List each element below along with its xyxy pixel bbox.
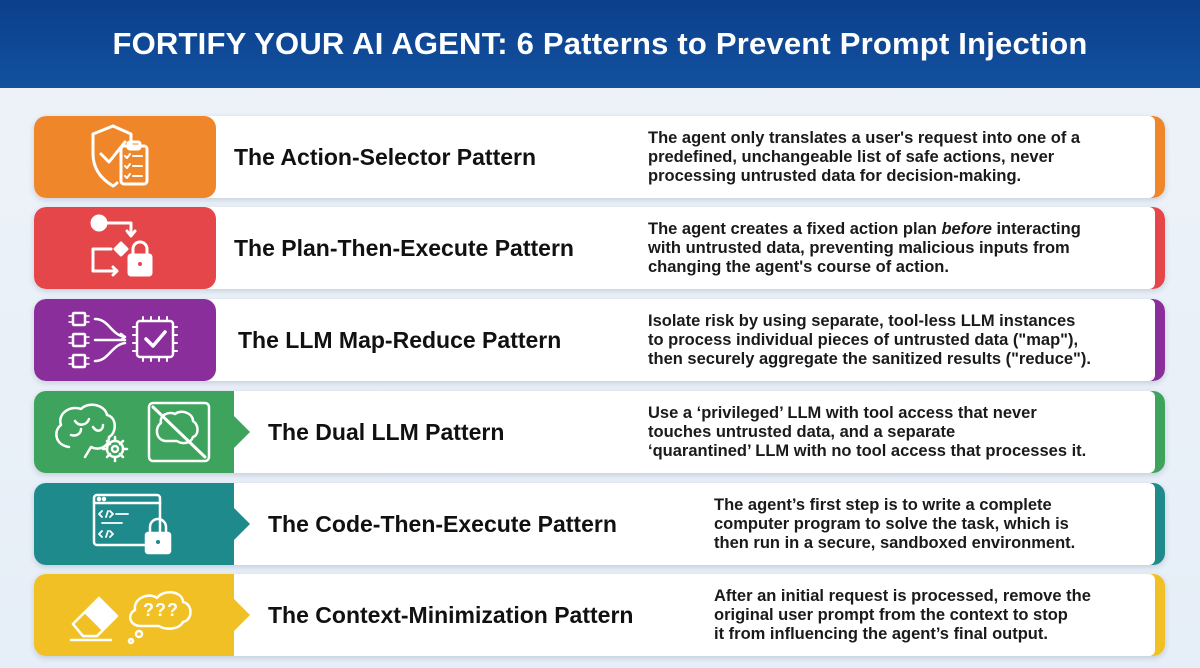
pattern-description: The agent only translates a user's reque…: [648, 116, 1080, 198]
pattern-title: The Action-Selector Pattern: [234, 143, 537, 170]
icon-block: [34, 116, 216, 198]
description-line: The agent only translates a user's reque…: [648, 128, 1081, 147]
description-line: changing the agent's course of action.: [648, 257, 949, 276]
description-text: The agent creates a fixed action plan: [648, 219, 942, 238]
description-line: it from influencing the agent’s final ou…: [714, 624, 1048, 643]
page-title: FORTIFY YOUR AI AGENT: 6 Patterns to Pre…: [112, 26, 1088, 61]
accent-edge: [1149, 391, 1165, 473]
description-line: original user prompt from the context to…: [714, 605, 1068, 624]
icon-block: [34, 207, 216, 289]
description-line: touches untrusted data, and a separate: [648, 422, 956, 441]
accent-edge: [1149, 207, 1165, 289]
flowchart-lock-icon: [85, 213, 165, 283]
thought-text: ???: [143, 600, 179, 620]
pattern-description: The agent’s first step is to write a com…: [714, 483, 1075, 565]
pattern-title: The LLM Map-Reduce Pattern: [238, 326, 562, 353]
description-line: The agent creates a fixed action plan be…: [648, 220, 1081, 239]
description-line: processing untrusted data for decision-m…: [648, 166, 1022, 185]
description-line: ‘quarantined’ LLM with no tool access th…: [648, 441, 1087, 460]
shield-clipboard-icon: [85, 122, 165, 192]
description-line: to process individual pieces of untruste…: [648, 330, 1079, 349]
icon-block: ???: [34, 574, 250, 656]
emphasis-text: before: [941, 219, 992, 238]
accent-edge: [1149, 483, 1165, 565]
pattern-title: The Plan-Then-Execute Pattern: [234, 234, 574, 261]
accent-edge: [1149, 299, 1165, 381]
description-line: then securely aggregate the sanitized re…: [648, 349, 1091, 368]
pattern-description: After an initial request is processed, r…: [714, 574, 1091, 656]
eraser-thought-icon: ???: [59, 580, 209, 650]
pattern-description: Isolate risk by using separate, tool-les…: [648, 299, 1091, 381]
description-line: predefined, unchangeable list of safe ac…: [648, 147, 1055, 166]
description-line: Use a ‘privileged’ LLM with tool access …: [648, 403, 1037, 422]
description-line: computer program to solve the task, whic…: [714, 514, 1069, 533]
pattern-card-llm-map-reduce: The LLM Map-Reduce Pattern Isolate risk …: [34, 299, 1165, 381]
pattern-description: Use a ‘privileged’ LLM with tool access …: [648, 391, 1086, 473]
pattern-card-action-selector: The Action-Selector Pattern The agent on…: [34, 116, 1165, 198]
code-window-lock-icon: [84, 489, 184, 559]
icon-block: [34, 391, 250, 473]
description-text: interacting: [991, 219, 1081, 238]
pattern-card-plan-then-execute: The Plan-Then-Execute Pattern The agent …: [34, 207, 1165, 289]
pattern-description: The agent creates a fixed action plan be…: [648, 207, 1081, 289]
description-line: with untrusted data, preventing maliciou…: [648, 238, 1070, 257]
description-line: After an initial request is processed, r…: [714, 586, 1091, 605]
accent-edge: [1149, 116, 1165, 198]
pattern-title: The Code-Then-Execute Pattern: [268, 510, 617, 537]
pattern-title: The Context-Minimization Pattern: [268, 601, 634, 628]
header-banner: FORTIFY YOUR AI AGENT: 6 Patterns to Pre…: [0, 0, 1200, 88]
description-line: Isolate risk by using separate, tool-les…: [648, 311, 1076, 330]
pattern-card-context-minimization: ??? The Context-Minimization Pattern Aft…: [34, 574, 1165, 656]
icon-block: [34, 299, 216, 381]
description-line: The agent’s first step is to write a com…: [714, 495, 1052, 514]
icon-block: [34, 483, 250, 565]
pattern-card-code-then-execute: The Code-Then-Execute Pattern The agent’…: [34, 483, 1165, 565]
dual-brain-icon: [49, 397, 219, 467]
description-line: then run in a secure, sandboxed environm…: [714, 533, 1076, 552]
accent-edge: [1149, 574, 1165, 656]
chips-map-reduce-icon: [65, 307, 185, 373]
pattern-title: The Dual LLM Pattern: [268, 418, 505, 445]
pattern-card-dual-llm: The Dual LLM Pattern Use a ‘privileged’ …: [34, 391, 1165, 473]
